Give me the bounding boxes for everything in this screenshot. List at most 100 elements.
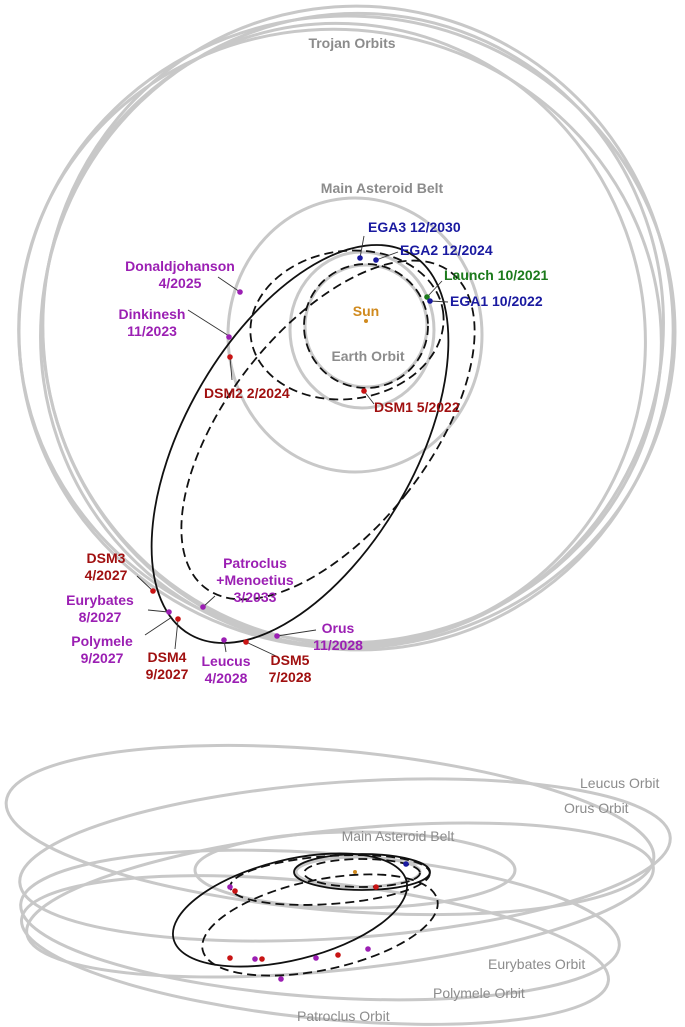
leucus-label-line: 4/2028 bbox=[205, 670, 248, 686]
dsm1-marker bbox=[361, 388, 367, 394]
leader-polymele bbox=[144, 616, 173, 636]
leader-orus bbox=[276, 629, 317, 637]
dinkinesh-label-line: 11/2023 bbox=[127, 323, 177, 339]
dsm4-label-line: DSM4 bbox=[148, 649, 187, 665]
dsm3-label-line: 4/2027 bbox=[85, 567, 128, 583]
ega1-marker bbox=[427, 298, 433, 304]
ega3-label-line: EGA3 12/2030 bbox=[368, 219, 461, 235]
perspective-dinkinesh-marker bbox=[227, 884, 233, 890]
orus-orbit-ellipse bbox=[18, 777, 672, 943]
perspective-main-belt-label: Main Asteroid Belt bbox=[342, 828, 455, 844]
orus-label-line: Orus bbox=[322, 620, 355, 636]
inner-belt-orbit bbox=[288, 250, 436, 410]
patroclus-label-line: Patroclus bbox=[223, 555, 287, 571]
leader-dsm3 bbox=[136, 575, 154, 592]
spacecraft-trajectory bbox=[150, 244, 476, 644]
trojan-orbits bbox=[17, 4, 677, 652]
ega2-marker bbox=[373, 257, 379, 263]
trojan-orbit-5 bbox=[41, 21, 647, 647]
trojan-orbit-2 bbox=[41, 4, 675, 652]
orus-label-line: 11/2028 bbox=[313, 637, 363, 653]
earth-orbit bbox=[303, 263, 429, 389]
trajectory-outer-orbit bbox=[150, 244, 450, 644]
perspective-belt-outer bbox=[193, 830, 517, 910]
leader-dsm5 bbox=[245, 641, 277, 657]
perspective-markers bbox=[227, 861, 409, 982]
orus-orbit-label: Orus Orbit bbox=[564, 800, 629, 816]
trajectory-patroclus-arc bbox=[180, 259, 476, 601]
leader-dsm2 bbox=[229, 356, 233, 381]
eurybates-orbit-label: Eurybates Orbit bbox=[488, 956, 585, 972]
dsm2-marker bbox=[227, 354, 233, 360]
eurybates-marker bbox=[166, 609, 172, 615]
perspective-sun-marker bbox=[353, 870, 357, 874]
perspective-dsm3-marker bbox=[227, 955, 233, 961]
top-view: Trojan Orbits Main Asteroid Belt Sun Ear… bbox=[17, 4, 677, 686]
trajectory-earth-loop bbox=[303, 263, 429, 389]
trajectory-inner-loop bbox=[249, 249, 445, 401]
eurybates-label-line: 8/2027 bbox=[79, 609, 122, 625]
perspective-ega-marker bbox=[403, 861, 409, 867]
leader-dinkinesh bbox=[187, 309, 230, 337]
leader-eurybates bbox=[147, 609, 169, 613]
sun-marker bbox=[364, 319, 368, 323]
perspective-leucus-marker bbox=[313, 955, 319, 961]
leader-ega2 bbox=[375, 251, 399, 261]
main-belt-orbit bbox=[226, 196, 484, 474]
dsm5-marker bbox=[243, 639, 249, 645]
perspective-traj-earth-loop bbox=[303, 858, 421, 888]
eurybates-label-line: Eurybates bbox=[66, 592, 134, 608]
sun-label: Sun bbox=[353, 303, 379, 319]
ega3-marker bbox=[357, 255, 363, 261]
perspective-dsm5-marker bbox=[335, 952, 341, 958]
leucus-orbit-ellipse bbox=[4, 743, 656, 917]
perspective-trajectory bbox=[172, 852, 439, 977]
trojan-orbits-label: Trojan Orbits bbox=[308, 35, 395, 51]
leader-donaldjohanson bbox=[217, 276, 241, 293]
patroclus-orbit-label: Patroclus Orbit bbox=[297, 1008, 390, 1024]
leader-ega1 bbox=[429, 300, 449, 303]
leader-dsm4 bbox=[174, 619, 179, 650]
orus-marker bbox=[274, 633, 280, 639]
leader-ega3 bbox=[359, 235, 365, 259]
dsm5-label-line: DSM5 bbox=[271, 652, 310, 668]
patroclus-marker bbox=[200, 604, 206, 610]
perspective-traj-outer bbox=[172, 852, 408, 968]
launch-label-line: Launch 10/2021 bbox=[444, 267, 548, 283]
patroclus-label-line: 3/2033 bbox=[234, 589, 277, 605]
launch-label: Launch 10/2021 bbox=[444, 267, 548, 283]
dsm3-marker bbox=[150, 588, 156, 594]
perspective-eurybates-marker bbox=[252, 956, 258, 962]
leader-launch bbox=[427, 280, 443, 297]
leucus-marker bbox=[221, 637, 227, 643]
trojan-orbit-4 bbox=[39, 11, 665, 649]
perspective-traj-patroclus bbox=[201, 873, 439, 977]
donaldjohanson-label-line: 4/2025 bbox=[159, 275, 202, 291]
dsm1-label: DSM1 5/2022 bbox=[374, 399, 460, 415]
perspective-dsm2-marker bbox=[232, 888, 238, 894]
dsm1-label-line: DSM1 5/2022 bbox=[374, 399, 460, 415]
dinkinesh-marker bbox=[226, 334, 232, 340]
earth-orbit-label: Earth Orbit bbox=[331, 348, 404, 364]
event-markers bbox=[150, 255, 433, 645]
perspective-trojan-orbits bbox=[4, 743, 672, 1026]
ega1-label-line: EGA1 10/2022 bbox=[450, 293, 543, 309]
ega3-label: EGA3 12/2030 bbox=[368, 219, 461, 235]
dinkinesh-label-line: Dinkinesh bbox=[119, 306, 186, 322]
polymele-label-line: Polymele bbox=[71, 633, 133, 649]
perspective-view: Leucus Orbit Orus Orbit Main Asteroid Be… bbox=[4, 743, 672, 1026]
polymele-orbit-label: Polymele Orbit bbox=[433, 985, 525, 1001]
perspective-dsm4-marker bbox=[259, 956, 265, 962]
